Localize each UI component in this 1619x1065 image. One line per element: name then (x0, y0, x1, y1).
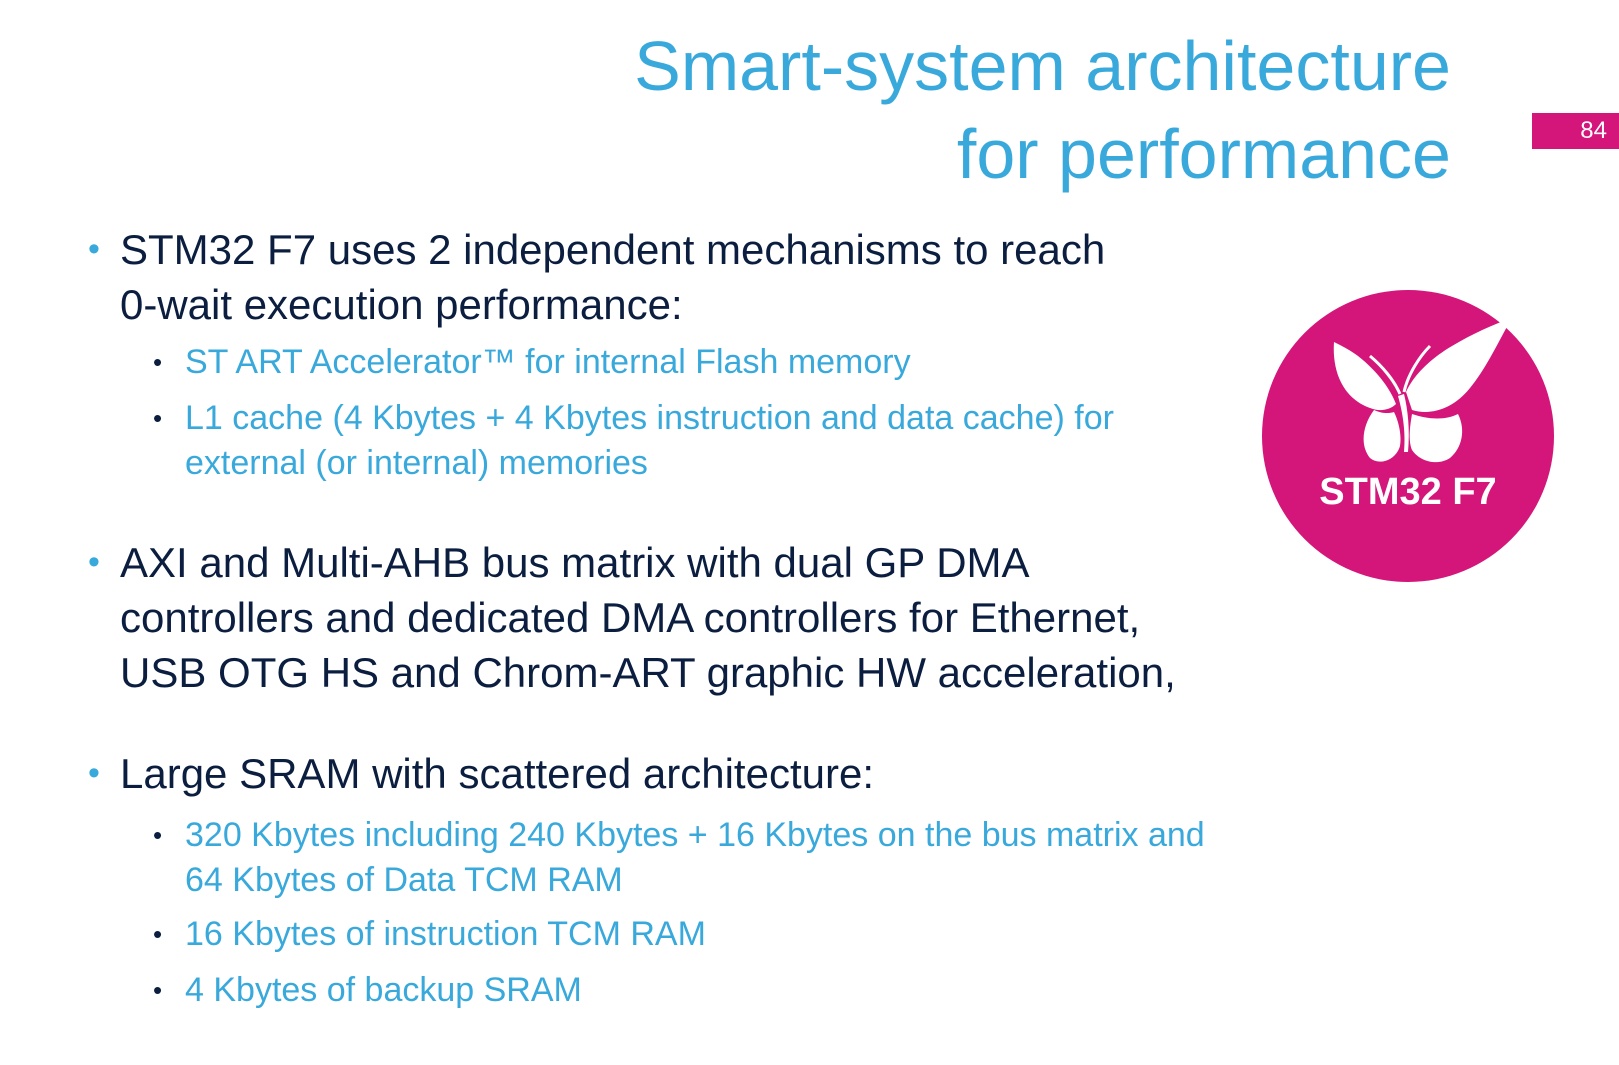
slide-title-line2: for performance (956, 115, 1451, 193)
sub-bullet-dot-icon: • (153, 820, 163, 850)
bullet-sram: • Large SRAM with scattered architecture… (88, 746, 1320, 801)
slide-title: Smart-system architecture for performanc… (634, 22, 1451, 198)
sub-bullet-text-line: 320 Kbytes including 240 Kbytes + 16 Kby… (185, 816, 1205, 854)
bullet-text-line: controllers and dedicated DMA controller… (120, 594, 1141, 641)
bullet-bus-matrix: • AXI and Multi-AHB bus matrix with dual… (88, 535, 1320, 700)
stm32-f7-logo: STM32 F7 (1262, 290, 1554, 582)
sub-bullet-dot-icon: • (153, 919, 163, 949)
bullet-mechanisms: • STM32 F7 uses 2 independent mechanisms… (88, 222, 1320, 332)
bullet-text-line: 0-wait execution performance: (120, 281, 683, 328)
sub-bullet-text-line: L1 cache (4 Kbytes + 4 Kbytes instructio… (185, 399, 1114, 437)
bullet-text-line: USB OTG HS and Chrom-ART graphic HW acce… (120, 649, 1176, 696)
sub-bullet-text-line: 16 Kbytes of instruction TCM RAM (185, 915, 706, 953)
sub-bullet-320k: • 320 Kbytes including 240 Kbytes + 16 K… (153, 813, 1285, 903)
slide-title-line1: Smart-system architecture (634, 27, 1451, 105)
sub-bullet-dot-icon: • (153, 347, 163, 377)
bullet-text-line: STM32 F7 uses 2 independent mechanisms t… (120, 226, 1106, 273)
page-number-badge: 84 (1532, 113, 1619, 149)
sub-bullet-art-accelerator: • ST ART Accelerator™ for internal Flash… (153, 340, 1285, 385)
sub-bullet-itcm: • 16 Kbytes of instruction TCM RAM (153, 912, 1285, 957)
logo-text: STM32 F7 (1319, 471, 1496, 513)
sub-bullet-backup-sram: • 4 Kbytes of backup SRAM (153, 968, 1285, 1013)
sub-bullet-dot-icon: • (153, 975, 163, 1005)
bullet-text-line: AXI and Multi-AHB bus matrix with dual G… (120, 539, 1030, 586)
bullet-dot-icon: • (88, 754, 100, 792)
butterfly-icon (1333, 318, 1512, 463)
sub-bullet-l1-cache: • L1 cache (4 Kbytes + 4 Kbytes instruct… (153, 396, 1285, 486)
bullet-text-line: Large SRAM with scattered architecture: (120, 750, 874, 797)
bullet-dot-icon: • (88, 230, 100, 268)
sub-bullet-text-line: external (or internal) memories (185, 444, 648, 482)
sub-bullet-dot-icon: • (153, 403, 163, 433)
sub-bullet-text-line: 64 Kbytes of Data TCM RAM (185, 861, 623, 899)
sub-bullet-text-line: 4 Kbytes of backup SRAM (185, 971, 582, 1009)
bullet-dot-icon: • (88, 543, 100, 581)
sub-bullet-text-line: ST ART Accelerator™ for internal Flash m… (185, 343, 911, 381)
